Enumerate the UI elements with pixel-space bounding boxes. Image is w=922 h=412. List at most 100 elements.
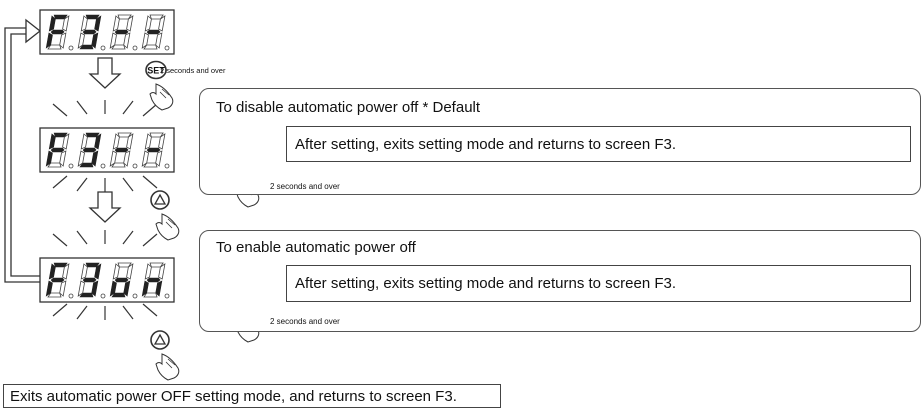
display-segment [79, 44, 94, 50]
display-segment [158, 15, 166, 32]
exit-message: Exits automatic power OFF setting mode, … [3, 384, 501, 408]
up-triangle-icon [153, 333, 167, 345]
display-segment [94, 133, 102, 150]
decimal-point [100, 163, 106, 169]
display-segment [48, 15, 56, 32]
display-segment [144, 263, 152, 280]
pressing-hand-icon [155, 353, 180, 381]
display-segment [50, 29, 65, 35]
decimal-point [132, 293, 138, 299]
display-segment [80, 15, 88, 32]
hold-time-label: 2 seconds and over [160, 66, 226, 75]
display-segment [47, 292, 62, 298]
display-segment [48, 133, 56, 150]
display-digit [45, 14, 74, 51]
display-segment [94, 263, 102, 280]
down-arrow-2 [88, 191, 122, 223]
display-segment [109, 32, 117, 49]
enable-hold-time-label: 2 seconds and over [270, 317, 340, 326]
decimal-point [164, 163, 170, 169]
return-loop-arrow [4, 18, 42, 283]
decimal-point [132, 163, 138, 169]
display-segment [158, 133, 166, 150]
set-button[interactable]: SET [145, 60, 174, 111]
display-top [39, 9, 175, 55]
up-button[interactable] [150, 330, 180, 381]
display-segment [146, 147, 161, 153]
enable-panel-title: To enable automatic power off [216, 239, 416, 256]
display-digit [141, 132, 170, 169]
disable-panel-title: To disable automatic power off * Default [216, 99, 481, 116]
display-segment [111, 162, 126, 168]
display-segment [126, 15, 134, 32]
display-digit [77, 14, 106, 51]
display-digit [77, 262, 106, 299]
display-digit [77, 132, 106, 169]
display-segment [141, 280, 149, 297]
display-segment [126, 263, 134, 280]
blink-rays-middle [52, 100, 158, 192]
display-segment [82, 277, 97, 283]
down-arrow-1 [88, 57, 122, 89]
decimal-point [100, 45, 106, 51]
display-segment [50, 147, 65, 153]
display-middle [39, 127, 175, 173]
display-segment [141, 32, 149, 49]
decimal-point [68, 293, 74, 299]
display-segment [62, 15, 70, 32]
display-digit [141, 262, 170, 299]
display-digit [45, 262, 74, 299]
pressing-hand-icon [149, 83, 174, 111]
display-segment [62, 133, 70, 150]
display-segment [112, 263, 120, 280]
decimal-point [100, 293, 106, 299]
disable-hold-time-label: 2 seconds and over [270, 182, 340, 191]
display-segment [47, 162, 62, 168]
display-segment [146, 277, 161, 283]
display-segment [114, 29, 129, 35]
display-segment [144, 133, 152, 150]
display-segment [112, 15, 120, 32]
display-segment [143, 162, 158, 168]
display-segment [114, 277, 129, 283]
display-segment [109, 280, 117, 297]
display-segment [144, 15, 152, 32]
up-triangle-icon [153, 193, 167, 205]
display-segment [114, 147, 129, 153]
display-segment [80, 133, 88, 150]
decimal-point [132, 45, 138, 51]
display-segment [146, 29, 161, 35]
display-segment [45, 150, 53, 167]
display-digit [141, 14, 170, 51]
display-segment [80, 263, 88, 280]
up-button[interactable] [150, 190, 180, 241]
display-segment [48, 263, 56, 280]
display-segment [94, 15, 102, 32]
display-digit [109, 132, 138, 169]
display-digit [109, 14, 138, 51]
decimal-point [164, 293, 170, 299]
display-segment [141, 150, 149, 167]
display-segment [45, 32, 53, 49]
decimal-point [68, 163, 74, 169]
display-segment [82, 29, 97, 35]
disable-panel: To disable automatic power off * Default… [199, 88, 921, 195]
set-button-icon[interactable] [145, 60, 167, 80]
display-segment [158, 263, 166, 280]
display-segment [143, 44, 158, 50]
display-bottom [39, 257, 175, 303]
display-segment [47, 44, 62, 50]
blink-rays-bottom [52, 230, 158, 320]
pressing-hand-icon [155, 213, 180, 241]
display-segment [77, 150, 85, 167]
display-segment [62, 263, 70, 280]
display-segment [143, 292, 158, 298]
decimal-point [68, 45, 74, 51]
display-digit [45, 132, 74, 169]
disable-result-message: After setting, exits setting mode and re… [286, 126, 911, 162]
display-segment [79, 162, 94, 168]
display-segment [111, 292, 126, 298]
display-segment [82, 147, 97, 153]
decimal-point [164, 45, 170, 51]
